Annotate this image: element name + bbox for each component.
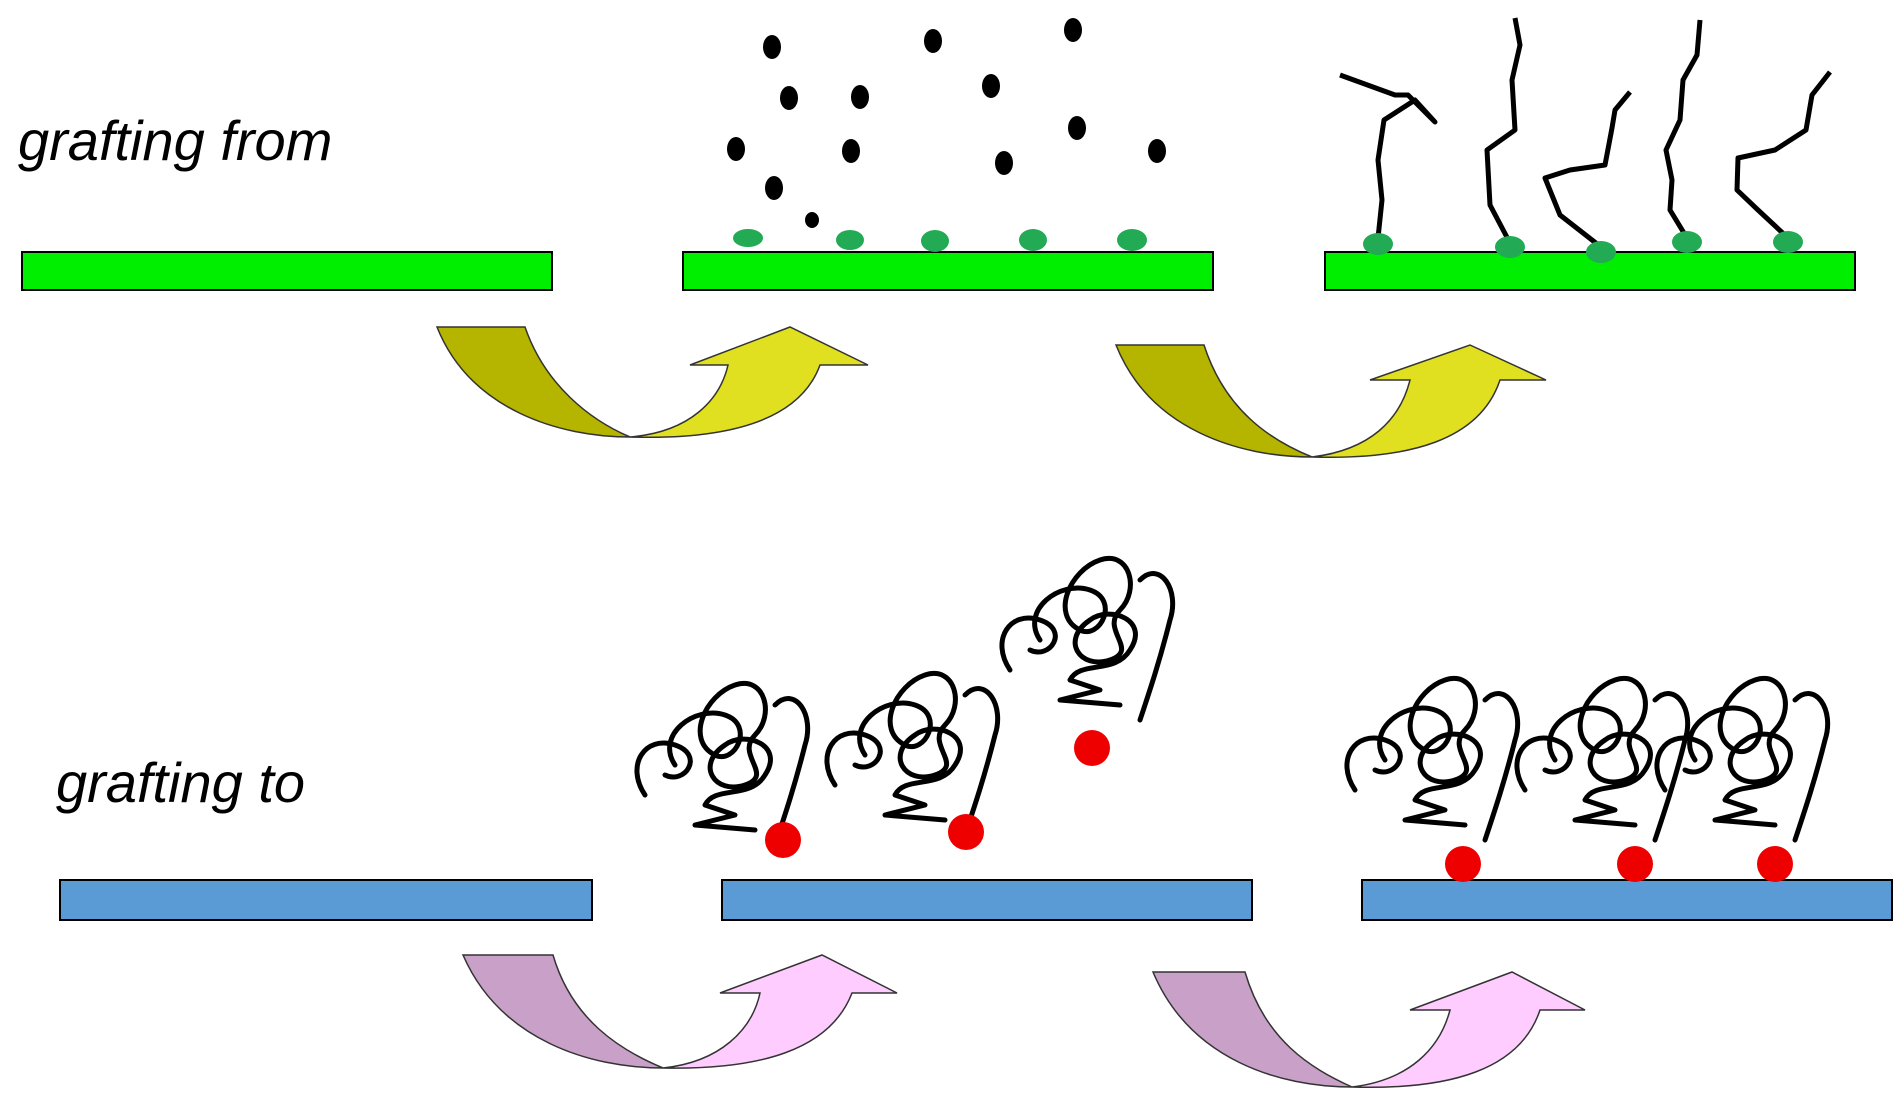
polymer-brush: [1484, 17, 1523, 245]
monomer: [982, 74, 1000, 98]
monomer: [780, 86, 798, 110]
grafted-blue-substrate: [1361, 879, 1893, 921]
monomer: [995, 151, 1013, 175]
anchor-site: [1495, 236, 1525, 258]
initiator-green-substrate: [682, 251, 1214, 291]
monomer: [763, 35, 781, 59]
brush-anchor-sites: [1363, 231, 1803, 263]
initiator-site: [836, 230, 864, 250]
pink-arrow-1: [461, 954, 898, 1069]
free-polymer-coil: [827, 673, 998, 835]
grafting-from-row: [21, 17, 1856, 459]
reactive-end-group: [765, 822, 801, 858]
middle-blue-substrate: [721, 879, 1253, 921]
attached-end-group: [1445, 846, 1481, 882]
bare-green-substrate: [21, 251, 553, 291]
monomer: [727, 137, 745, 161]
anchor-site: [1363, 233, 1393, 255]
monomer-dots: [727, 18, 1166, 228]
yellow-arrow-2: [1114, 344, 1547, 459]
monomer: [1148, 139, 1166, 163]
initiator-site: [1019, 229, 1047, 251]
pink-arrow-head: [1351, 971, 1586, 1089]
free-polymer-coil: [637, 683, 808, 845]
free-polymer-coil: [1002, 558, 1173, 720]
monomer: [1064, 18, 1082, 42]
polymer-brushes: [1339, 17, 1832, 249]
grafting-to-label: grafting to: [56, 751, 306, 814]
polymer-brush: [1734, 70, 1832, 240]
monomer: [1068, 116, 1086, 140]
pink-arrow-head: [662, 954, 898, 1069]
pink-arrow-tail: [1151, 971, 1353, 1088]
attached-end-group: [1617, 846, 1653, 882]
polymer-brush: [1663, 19, 1703, 240]
initiator-site: [921, 230, 949, 252]
monomer: [851, 85, 869, 109]
yellow-arrow-tail: [435, 326, 631, 438]
anchor-site: [1773, 231, 1803, 253]
pink-arrow-2: [1151, 971, 1586, 1089]
end-groups: [765, 730, 1110, 858]
bare-blue-substrate: [59, 879, 593, 921]
yellow-arrow-tail: [1114, 344, 1313, 458]
attached-end-group: [1757, 846, 1793, 882]
yellow-arrow-head: [1311, 344, 1547, 459]
monomer: [805, 212, 819, 228]
anchor-site: [1586, 241, 1616, 263]
anchor-site: [1672, 231, 1702, 253]
grafting-from-label: grafting from: [18, 109, 333, 172]
reactive-end-group: [1074, 730, 1110, 766]
monomer: [842, 139, 860, 163]
polymer-brush: [1542, 90, 1632, 249]
attached-anchors: [1445, 846, 1793, 882]
yellow-arrow-head: [629, 326, 869, 439]
pink-arrow-tail: [461, 954, 664, 1069]
grafting-to-row: [59, 558, 1893, 1089]
initiator-site: [1117, 229, 1147, 251]
reactive-end-group: [948, 814, 984, 850]
initiator-sites: [733, 229, 1147, 252]
attached-polymer-coil: [1517, 678, 1688, 840]
monomer: [765, 176, 783, 200]
polymer-brush: [1339, 72, 1438, 239]
monomer: [924, 29, 942, 53]
yellow-arrow-1: [435, 326, 869, 439]
attached-polymer-coil: [1347, 678, 1518, 840]
initiator-site: [733, 229, 763, 247]
